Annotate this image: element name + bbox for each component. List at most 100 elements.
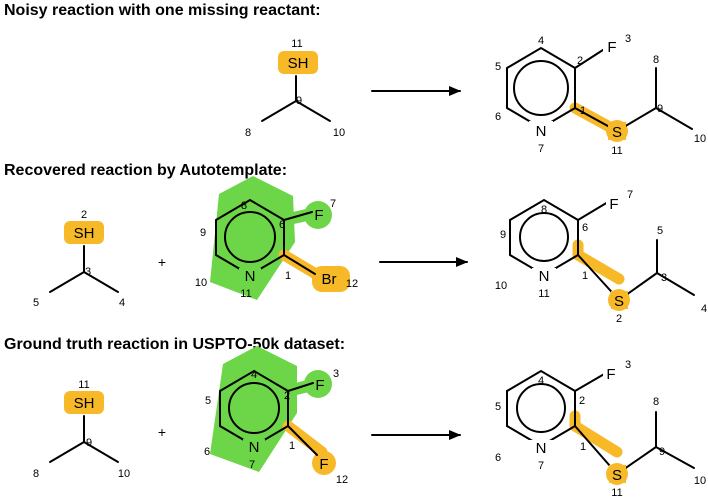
atom-f: F [609,196,618,213]
atom-number: 7 [538,143,544,155]
bond [49,271,85,293]
atom-number: 9 [86,437,92,449]
atom-number: 12 [346,278,358,290]
atom-number: 6 [495,111,501,123]
aromatic-circle [513,60,569,116]
atom-number: 12 [336,474,348,486]
atom-number: 11 [611,145,622,157]
atom-number: 8 [33,468,39,480]
atom-number: 1 [580,105,586,117]
atom-number: 8 [653,396,659,408]
bond [574,47,607,69]
atom-number: 3 [661,272,667,284]
atom-number: 10 [694,133,706,145]
atom-number: 9 [500,229,506,241]
plus-sign: + [158,424,166,440]
atom-number: 4 [251,369,257,381]
atom-number: 7 [249,459,255,471]
sh-highlight [64,391,104,414]
atom-number: 2 [616,313,622,325]
reactant-thiol-ground-truth: SH 11 9 8 10 [33,379,130,480]
atom-number: 3 [625,33,631,45]
ring-highlight [210,176,295,300]
atom-n: N [249,439,260,456]
reaction-center-highlight [569,420,623,458]
atom-f: F [314,207,323,224]
atom-number: 6 [204,446,210,458]
atom-number: 9 [296,95,302,107]
n-label-bg [529,121,553,139]
atom-s: S [612,467,622,484]
bond [574,372,607,392]
reactant-difluoropyridine: N F F 3 4 2 5 1 6 7 12 [204,346,348,486]
atom-number: 3 [85,266,91,278]
atom-number: 11 [291,38,302,50]
atom-number: 8 [241,200,247,212]
aromatic-circle [224,211,276,263]
bond [577,201,609,221]
product-ground-truth: N S F 3 4 2 5 1 6 7 11 9 8 10 [495,359,706,498]
section-title-recovered: Recovered reaction by Autotemplate: [4,162,288,179]
atom-number: 10 [195,277,207,289]
s-label-bg [609,465,626,483]
product-recovered: N S F 7 8 6 9 1 10 11 2 3 5 4 [495,189,707,325]
atom-sh: SH [74,395,95,412]
atom-number: 6 [495,452,501,464]
atom-number: 11 [611,487,622,498]
bond [655,107,693,130]
reactant-thiol-recovered: SH 2 3 5 4 [33,209,125,309]
atom-n: N [536,440,547,457]
atom-f: F [607,39,616,56]
atom-number: 8 [541,204,547,216]
atom-number: 10 [694,475,706,487]
bond [83,271,119,293]
product-noisy: N S F 3 4 2 5 1 6 7 11 9 8 10 [495,33,706,157]
atom-number: 2 [284,390,290,402]
atom-number: 4 [701,303,707,315]
atom-s: S [612,124,622,141]
atom-number: 5 [33,297,39,309]
atom-number: 3 [625,359,631,371]
atom-number: 4 [538,35,544,47]
bond [283,254,316,275]
atom-f-leaving: F [319,456,328,473]
bond [283,211,313,221]
atom-number: 8 [653,54,659,66]
n-label-bg [532,268,556,284]
plus-sign: + [158,254,166,270]
atom-number: 1 [580,441,586,453]
atom-number: 1 [285,270,291,282]
atom-number: 7 [627,189,633,201]
br-highlight [312,266,350,292]
atom-number: 9 [200,227,206,239]
atom-number: 1 [582,270,588,282]
f-label-bg [603,37,621,55]
sh-highlight [278,51,318,74]
atom-number: 4 [538,375,544,387]
s-label-bg [608,122,626,140]
atom-number: 8 [245,127,251,139]
atom-sh: SH [288,55,309,72]
atom-number: 2 [579,395,585,407]
f-leaving-highlight [312,451,336,475]
atom-number: 10 [495,280,507,292]
atom-number: 11 [78,379,89,391]
atom-number: 9 [659,446,665,458]
bond [295,100,331,122]
atom-s: S [614,293,624,310]
atom-number: 9 [657,103,663,115]
atom-number: 3 [333,368,339,380]
atom-number: 5 [495,401,501,413]
atom-number: 2 [81,209,87,221]
n-label-bg [529,440,553,456]
bond [287,425,318,456]
bond [261,100,297,122]
sh-highlight [64,221,104,244]
atom-number: 11 [538,288,549,300]
atom-number: 11 [240,288,251,300]
atom-number: 6 [279,219,285,231]
n-label-bg [239,268,261,284]
atom-f: F [315,377,324,394]
atom-n: N [245,268,256,285]
bond [655,446,695,469]
